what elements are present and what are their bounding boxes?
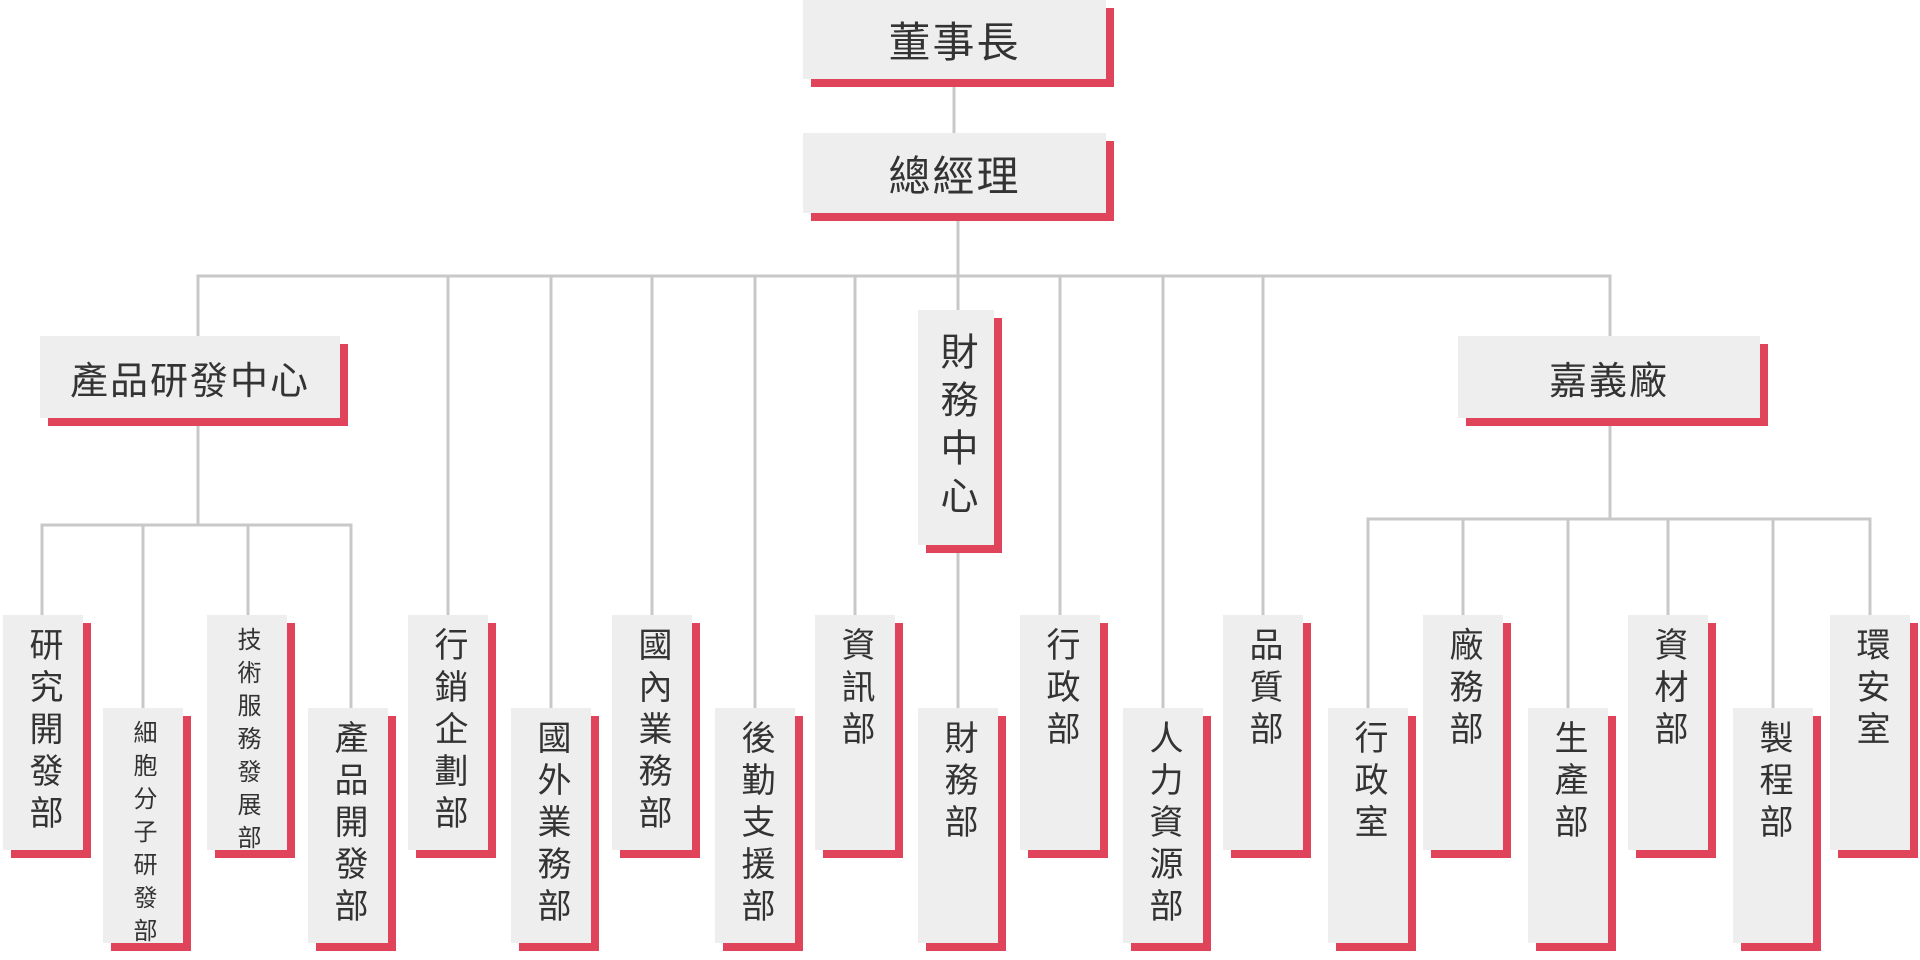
dept-plant-admin-office: 行政室	[1328, 708, 1408, 943]
dept-international-sales: 國外業務部	[511, 708, 591, 943]
chiayi-plant-label: 嘉義廠	[1548, 358, 1669, 403]
dept-materials: 資材部	[1628, 615, 1708, 850]
dept-human-resources: 人力資源部	[1123, 708, 1203, 943]
general-manager-box: 總經理	[803, 133, 1106, 213]
dept-information: 資訊部	[815, 615, 895, 850]
dept-research-development: 研究開發部	[3, 615, 83, 850]
general-manager-label: 總經理	[888, 151, 1021, 201]
dept-plant-affairs: 廠務部	[1423, 615, 1503, 850]
dept-technical-services: 技術服務發展部	[207, 615, 287, 858]
dept-logistics-support: 後勤支援部	[715, 708, 795, 943]
rd-center-label: 產品研發中心	[69, 358, 310, 403]
dept-finance: 財務部	[918, 708, 998, 943]
dept-product-development: 產品開發部	[308, 708, 388, 943]
dept-domestic-sales: 國內業務部	[612, 615, 692, 850]
dept-quality: 品質部	[1223, 615, 1303, 850]
dept-administration: 行政部	[1020, 615, 1100, 850]
chairman-label: 董事長	[888, 18, 1021, 67]
dept-process: 製程部	[1733, 708, 1813, 943]
finance-center-label: 財務中心	[934, 331, 978, 524]
dept-production: 生產部	[1528, 708, 1608, 943]
chiayi-plant-box: 嘉義廠	[1458, 336, 1760, 418]
rd-center-box: 產品研發中心	[40, 336, 340, 418]
chairman-box: 董事長	[803, 0, 1106, 79]
dept-marketing: 行銷企劃部	[408, 615, 488, 850]
dept-environment-safety: 環安室	[1830, 615, 1910, 850]
finance-center-box: 財務中心	[918, 310, 994, 545]
dept-cell-molecular-rd: 細胞分子研發部	[103, 708, 183, 951]
